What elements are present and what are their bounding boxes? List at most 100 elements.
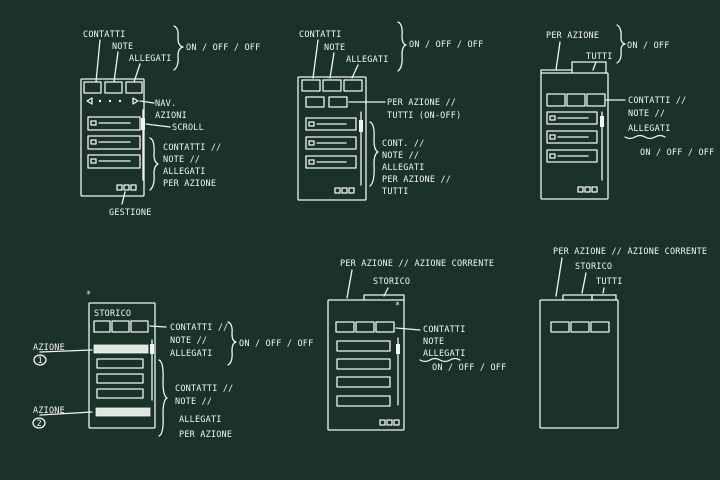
list-card [96,358,144,369]
brace [158,359,168,437]
tab-box [93,320,111,333]
label-list-a: CONTATTI // [628,96,687,106]
leader-line [555,41,561,71]
label-per-azione: PER AZIONE [546,31,599,41]
label-toggle: ON / OFF / OFF [186,43,260,53]
list-card [305,155,357,169]
label-tabs-a: CONTATTI [423,325,466,335]
label-toggle2: ON / OFF / OFF [640,148,714,158]
brace [369,121,379,187]
leader-line [39,349,93,353]
card-icon [308,121,315,127]
list-card [336,376,391,388]
squiggle-underline [419,357,461,363]
square-icon [393,419,400,426]
list-card [336,395,391,407]
square-icon [379,419,386,426]
leader-line [139,100,155,104]
square-icon [577,186,584,193]
card-icon [549,134,556,140]
brace [149,137,159,191]
list-card [305,136,357,150]
tab-box [570,321,590,333]
square-icon [116,184,123,191]
label-toggle: ON / OFF / OFF [432,363,506,373]
action-header-bar [95,407,151,417]
card-icon [90,139,97,145]
card-icon [549,115,556,121]
filter-box [328,96,348,108]
label-list-b: NOTE // [382,151,419,161]
tab-box [550,321,570,333]
label-list-a: CONT. // [382,139,425,149]
arrow-right-icon [132,97,139,105]
scroll-thumb [150,344,154,354]
brace [616,24,626,64]
square-icon [130,184,137,191]
tab-box [566,93,586,107]
brace [227,321,237,366]
square-icon [591,186,598,193]
label-list-c: ALLEGATI [382,163,425,173]
card-icon [308,140,315,146]
number-circle [32,417,46,429]
sketch-1: CONTATTI NOTE ALLEGATI ON / OFF / OFF NA… [80,25,260,218]
leader-line [145,123,171,128]
tab-box [335,321,355,333]
dot-icon [98,99,102,103]
action-header-bar [93,344,149,354]
label-asterisk: * [86,290,91,300]
square-icon [123,184,130,191]
label-list-d: PER AZIONE [163,179,216,189]
list-card [546,149,598,163]
label-allegati: ALLEGATI [129,54,172,64]
card-icon [90,158,97,164]
tab-box [590,321,610,333]
phone-frame [540,72,609,200]
card-icon [549,153,556,159]
squiggle-underline [624,134,666,140]
tab-top [562,294,593,301]
brace [173,25,184,71]
label-group-d: PER AZIONE [179,430,232,440]
list-card [87,154,141,169]
tab-box [83,81,102,94]
list-card [87,116,141,131]
phone-frame [88,302,156,429]
leader-line [329,52,335,79]
tab-box [546,93,566,107]
dot-icon [108,99,112,103]
label-storico: STORICO [373,277,410,287]
sketch-6: PER AZIONE // AZIONE CORRENTE STORICO TU… [539,247,707,429]
label-note: NOTE [324,43,345,53]
label-group-a: CONTATTI // [175,384,234,394]
arrow-left-icon [86,97,93,105]
tab-box [125,81,143,94]
label-group-b: NOTE // [175,397,212,407]
label-contatti: CONTATTI [299,30,342,40]
list-card [87,135,141,150]
label-list-e: TUTTI [382,187,409,197]
label-gestione: GESTIONE [109,208,152,218]
label-allegati: ALLEGATI [346,55,389,65]
label-tutti: TUTTI [586,52,613,62]
label-azione-1: AZIONE [33,343,65,353]
phone-frame [80,78,145,197]
leader-line [592,61,597,71]
scroll-thumb [359,120,363,132]
card-icon [90,120,97,126]
label-note: NOTE [112,42,133,52]
label-filter-a: PER AZIONE // [387,98,456,108]
square-icon [334,187,341,194]
scroll-thumb [600,116,604,127]
label-list-d: PER AZIONE // [382,175,451,185]
tab-box [301,79,321,92]
list-card [546,130,598,144]
label-tabs-b: NOTE [423,337,444,347]
tab-top [363,294,405,301]
tab-top [540,69,573,74]
label-tutti: TUTTI [596,277,623,287]
tab-box [375,321,395,333]
label-tabs-c: ALLEGATI [170,349,213,359]
phone-frame [297,76,367,201]
